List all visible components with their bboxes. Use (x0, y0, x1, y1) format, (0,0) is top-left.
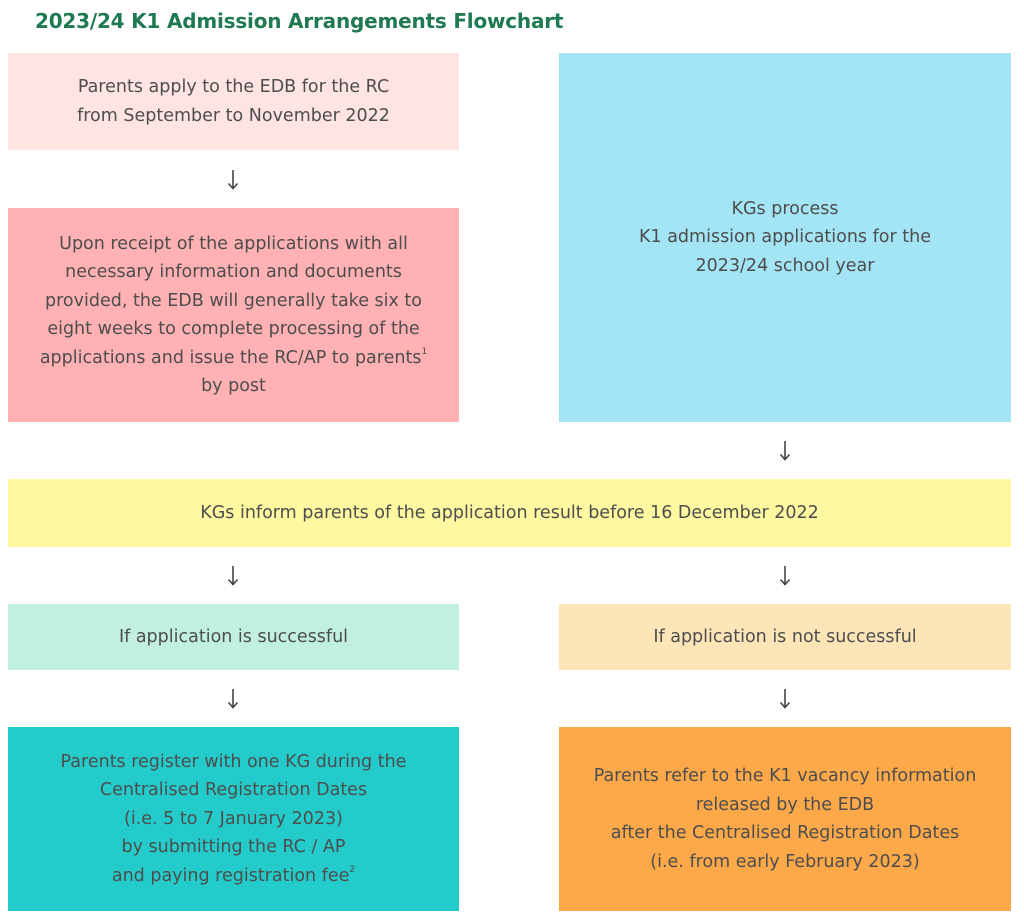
footnote-1-marker: 1 (421, 346, 428, 357)
not-successful-box: If application is not successful (559, 604, 1011, 670)
edb-processing-text: Upon receipt of the applications with al… (40, 230, 427, 401)
down-arrow-icon (213, 561, 253, 591)
register-kg-text: Parents register with one KG during the … (61, 748, 407, 891)
inform-result-text: KGs inform parents of the application re… (200, 502, 819, 523)
edb-processing-text-end: by post (201, 376, 266, 396)
down-arrow-icon (765, 684, 805, 714)
down-arrow-icon (765, 436, 805, 466)
vacancy-info-box: Parents refer to the K1 vacancy informat… (559, 727, 1011, 911)
down-arrow-icon (765, 561, 805, 591)
edb-processing-box: Upon receipt of the applications with al… (8, 208, 459, 422)
flowchart-title: 2023/24 K1 Admission Arrangements Flowch… (35, 9, 564, 33)
inform-result-box: KGs inform parents of the application re… (8, 479, 1011, 547)
success-text: If application is successful (118, 626, 349, 647)
register-kg-text-main: Parents register with one KG during the … (60, 751, 407, 886)
down-arrow-icon (213, 684, 253, 714)
apply-rc-box: Parents apply to the EDB for the RC from… (8, 53, 459, 150)
success-box: If application is successful (8, 604, 459, 670)
apply-rc-text: Parents apply to the EDB for the RC from… (77, 77, 390, 126)
kg-process-box: KGs process K1 admission applications fo… (559, 53, 1011, 422)
edb-processing-text-main: Upon receipt of the applications with al… (39, 233, 422, 368)
vacancy-info-text: Parents refer to the K1 vacancy informat… (593, 766, 977, 872)
register-kg-box: Parents register with one KG during the … (8, 727, 459, 911)
footnote-2-marker: 2 (349, 864, 356, 875)
kg-process-text: KGs process K1 admission applications fo… (639, 198, 931, 276)
down-arrow-icon (213, 165, 253, 195)
not-successful-text: If application is not successful (653, 626, 917, 647)
